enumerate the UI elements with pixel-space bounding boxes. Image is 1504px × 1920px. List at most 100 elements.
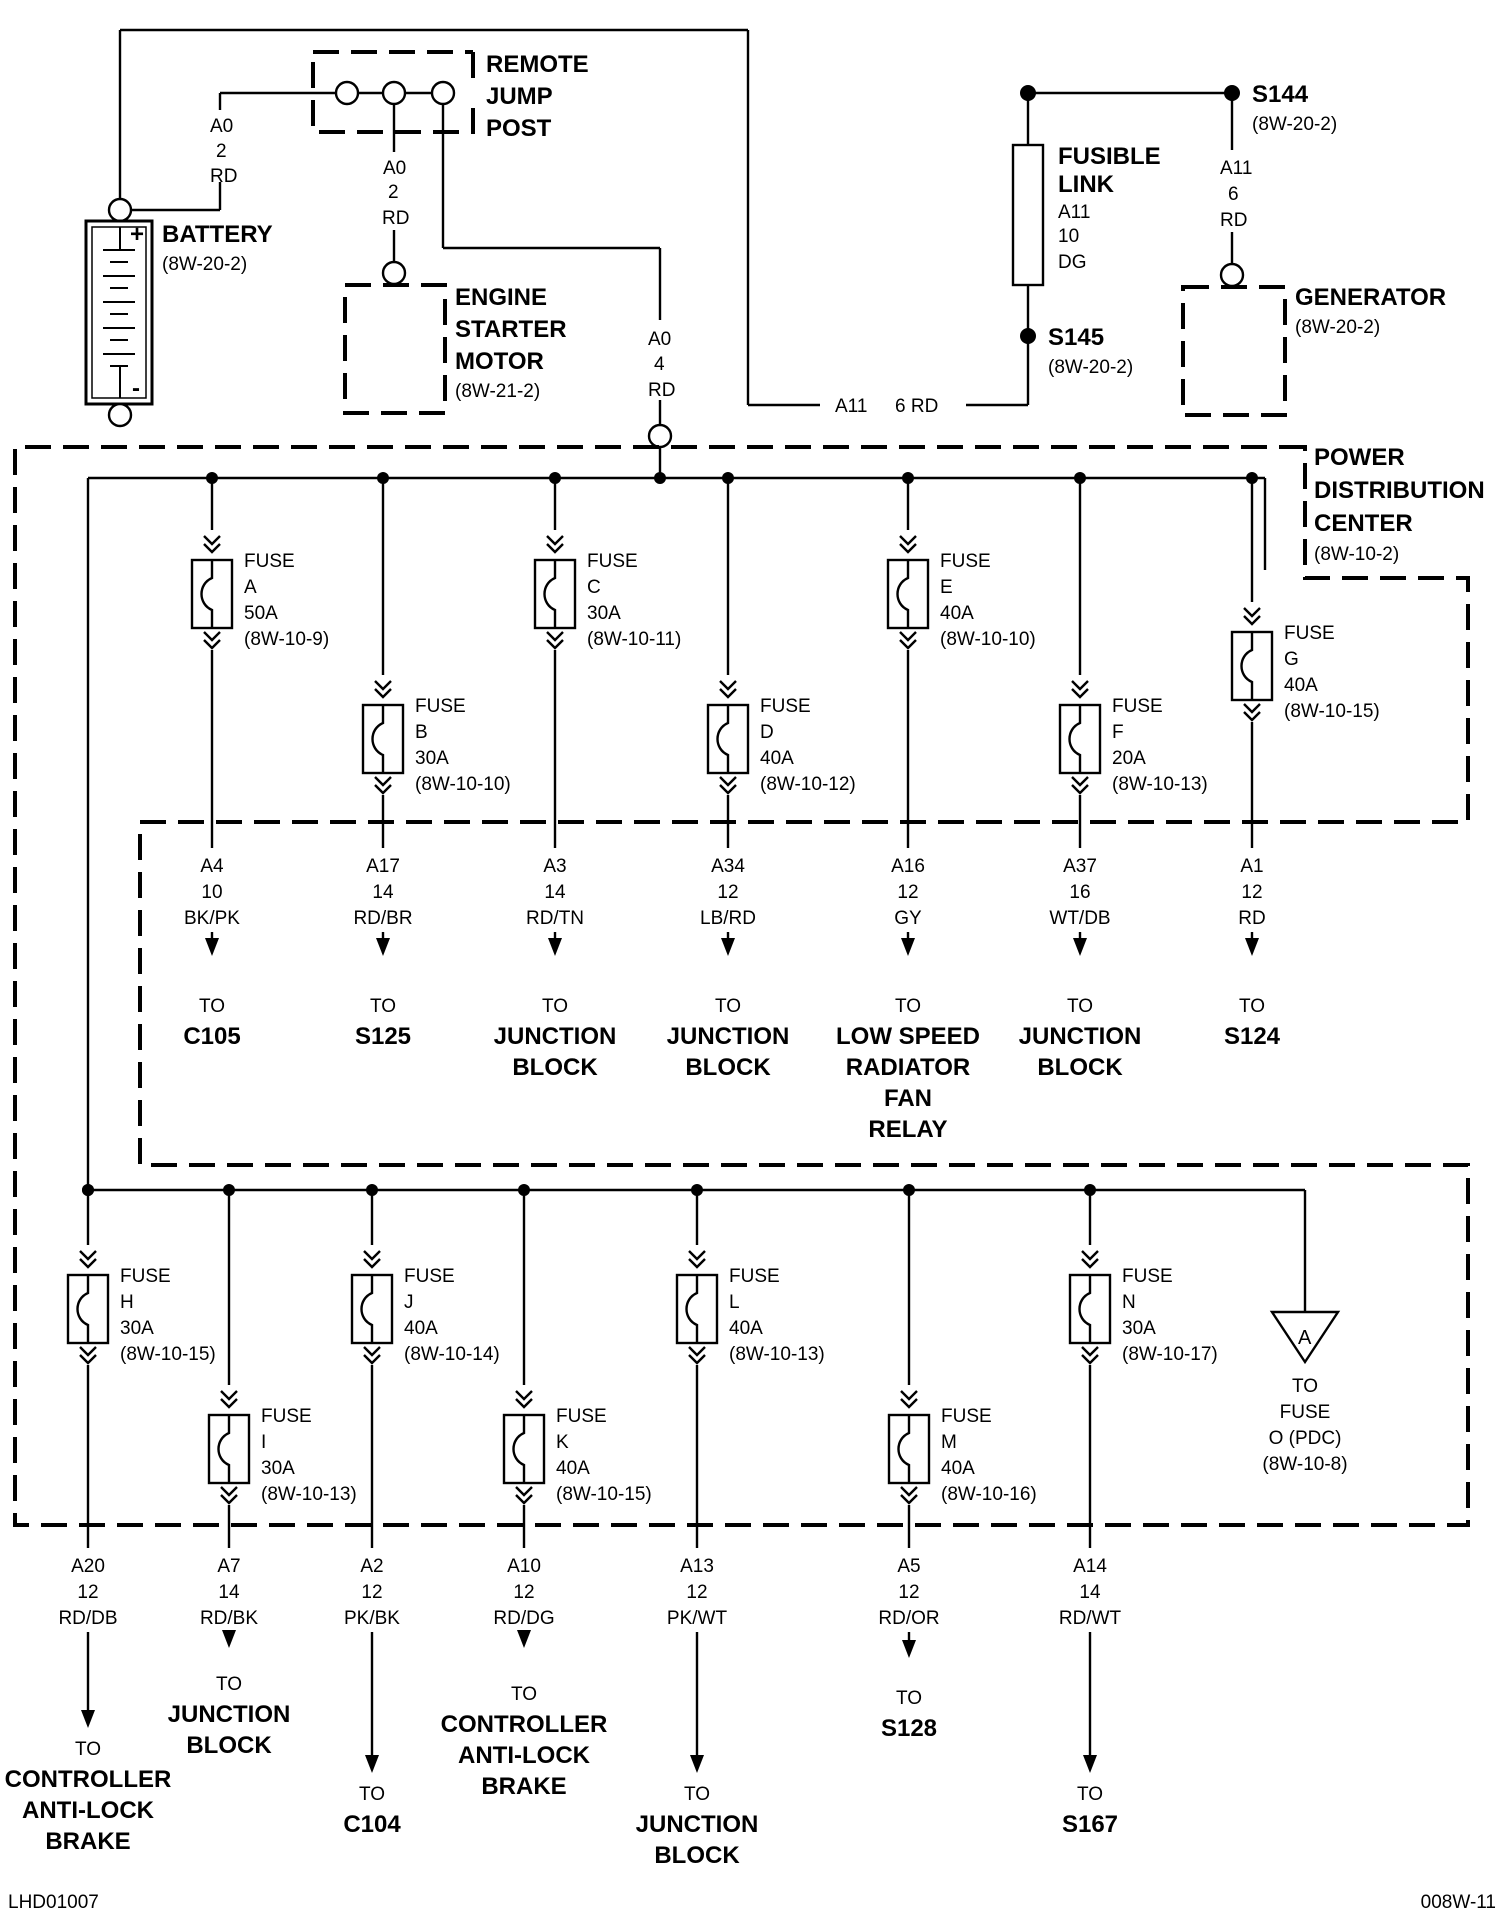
wire-i-circuit: A7 <box>217 1556 240 1577</box>
dest-l-to: TO <box>684 1784 710 1805</box>
fuse-a-label: FUSE <box>244 551 295 572</box>
wire-g-gauge: 12 <box>1241 882 1262 903</box>
dest-k-line-0: CONTROLLER <box>441 1711 608 1738</box>
battery-section: REMOTE JUMP POST A0 2 RD <box>84 28 820 449</box>
fuse-branch-i: FUSEI30A(8W-10-13)A714RD/BKTOJUNCTIONBLO… <box>168 1184 357 1759</box>
generator-terminal <box>1219 262 1245 288</box>
jump-post-stud-1 <box>334 80 360 106</box>
wire-d-arrow <box>721 938 735 956</box>
wire-h-gauge: 12 <box>77 1582 98 1603</box>
fuse-c-label: FUSE <box>587 551 638 572</box>
fuse-j-ref: (8W-10-14) <box>404 1344 500 1365</box>
wire-n-circuit: A14 <box>1073 1556 1107 1577</box>
wire-m-color: RD/OR <box>878 1608 939 1629</box>
fuse-branch-d: FUSED40A(8W-10-12)A3412LB/RDTOJUNCTIONBL… <box>667 472 856 1081</box>
fuse-m-ref: (8W-10-16) <box>941 1484 1037 1505</box>
wire-g-circuit: A1 <box>1240 856 1263 877</box>
fuse-e-ref: (8W-10-10) <box>940 629 1036 650</box>
wire-j-gauge: 12 <box>361 1582 382 1603</box>
fuse-k-letter: K <box>556 1432 569 1453</box>
battery-negative-terminal <box>107 402 133 428</box>
wire-g-color: RD <box>1238 908 1265 929</box>
battery-label: BATTERY <box>162 221 273 248</box>
fuse-i-letter: I <box>261 1432 266 1453</box>
pdc-section: POWER DISTRIBUTION CENTER (8W-10-2) A TO… <box>13 444 1485 1527</box>
starter-motor-box <box>343 283 447 415</box>
fusible-link-circuit: A11 <box>1058 202 1090 223</box>
fuse-h-rating: 30A <box>120 1318 154 1339</box>
wire-i-color: RD/BK <box>200 1608 258 1629</box>
bottom-fuse-row: FUSEH30A(8W-10-15)A2012RD/DBTOCONTROLLER… <box>5 1184 1218 1869</box>
wire-h-circuit: A20 <box>71 1556 105 1577</box>
generator-box <box>1181 285 1287 417</box>
wire-d-gauge: 12 <box>717 882 738 903</box>
connector-a-ref: (8W-10-8) <box>1262 1454 1347 1475</box>
generator-label: GENERATOR <box>1295 284 1446 311</box>
wire-a-circuit: A4 <box>200 856 224 877</box>
wire-e-color: GY <box>894 908 922 929</box>
wire-k-gauge: 12 <box>513 1582 534 1603</box>
fuse-f-label: FUSE <box>1112 696 1163 717</box>
fuse-j-label: FUSE <box>404 1266 455 1287</box>
wire-b-color: RD/BR <box>353 908 412 929</box>
a11-wire-circuit: A11 <box>835 396 867 417</box>
wire-a-arrow <box>205 938 219 956</box>
fuse-g-rating: 40A <box>1284 675 1318 696</box>
dest-h-line-0: CONTROLLER <box>5 1766 172 1793</box>
fuse-branch-h: FUSEH30A(8W-10-15)A2012RD/DBTOCONTROLLER… <box>5 1184 216 1855</box>
fuse-c-rating: 30A <box>587 603 621 624</box>
dest-i-line-0: JUNCTION <box>168 1701 291 1728</box>
dest-k-line-2: BRAKE <box>481 1773 566 1800</box>
dest-d-line-1: BLOCK <box>685 1054 771 1081</box>
dest-i-line-1: BLOCK <box>186 1732 272 1759</box>
dest-h-line-1: ANTI-LOCK <box>22 1797 155 1824</box>
wire-m-circuit: A5 <box>897 1556 920 1577</box>
dest-k-to: TO <box>511 1684 537 1705</box>
fuse-d-label: FUSE <box>760 696 811 717</box>
battery-wire-gauge: 2 <box>216 141 227 162</box>
remote-jump-post-box <box>311 50 475 134</box>
fuse-branch-c: FUSEC30A(8W-10-11)A314RD/TNTOJUNCTIONBLO… <box>494 472 681 1081</box>
wire-k-color: RD/DG <box>493 1608 554 1629</box>
battery-wire-color: RD <box>210 166 237 187</box>
wire-c-circuit: A3 <box>543 856 566 877</box>
wire-j-color: PK/BK <box>344 1608 400 1629</box>
fusible-link-label-2: LINK <box>1058 171 1115 198</box>
wire-c-color: RD/TN <box>526 908 584 929</box>
dest-k-line-1: ANTI-LOCK <box>458 1742 591 1769</box>
wire-i-gauge: 14 <box>218 1582 240 1603</box>
battery-plus-sign: + <box>130 221 144 248</box>
dest-g-to: TO <box>1239 996 1265 1017</box>
wire-a-color: BK/PK <box>184 908 240 929</box>
wire-l-arrow <box>690 1755 704 1773</box>
dest-n-line-0: S167 <box>1062 1811 1118 1838</box>
dest-a-line-0: C105 <box>183 1023 240 1050</box>
s145-label: S145 <box>1048 324 1104 351</box>
fusible-link-label-1: FUSIBLE <box>1058 143 1161 170</box>
dest-m-line-0: S128 <box>881 1715 937 1742</box>
dest-l-line-0: JUNCTION <box>636 1811 759 1838</box>
dest-g-line-0: S124 <box>1224 1023 1281 1050</box>
pdc-ref: (8W-10-2) <box>1314 544 1399 565</box>
fuse-j-rating: 40A <box>404 1318 438 1339</box>
feed-wire-color: RD <box>648 380 675 401</box>
s144-wire-circuit: A11 <box>1220 158 1252 179</box>
fuse-a-ref: (8W-10-9) <box>244 629 329 650</box>
dest-j-line-0: C104 <box>343 1811 401 1838</box>
fuse-k-ref: (8W-10-15) <box>556 1484 652 1505</box>
fusible-link-icon <box>1011 143 1045 287</box>
dest-m-to: TO <box>896 1688 922 1709</box>
connector-a-icon <box>1269 1310 1341 1365</box>
fuse-d-letter: D <box>760 722 774 743</box>
fuse-i-rating: 30A <box>261 1458 295 1479</box>
dest-c-line-0: JUNCTION <box>494 1023 617 1050</box>
dest-e-line-3: RELAY <box>868 1116 947 1143</box>
dest-i-to: TO <box>216 1674 242 1695</box>
starter-label-2: STARTER <box>455 316 567 343</box>
dest-f-to: TO <box>1067 996 1093 1017</box>
